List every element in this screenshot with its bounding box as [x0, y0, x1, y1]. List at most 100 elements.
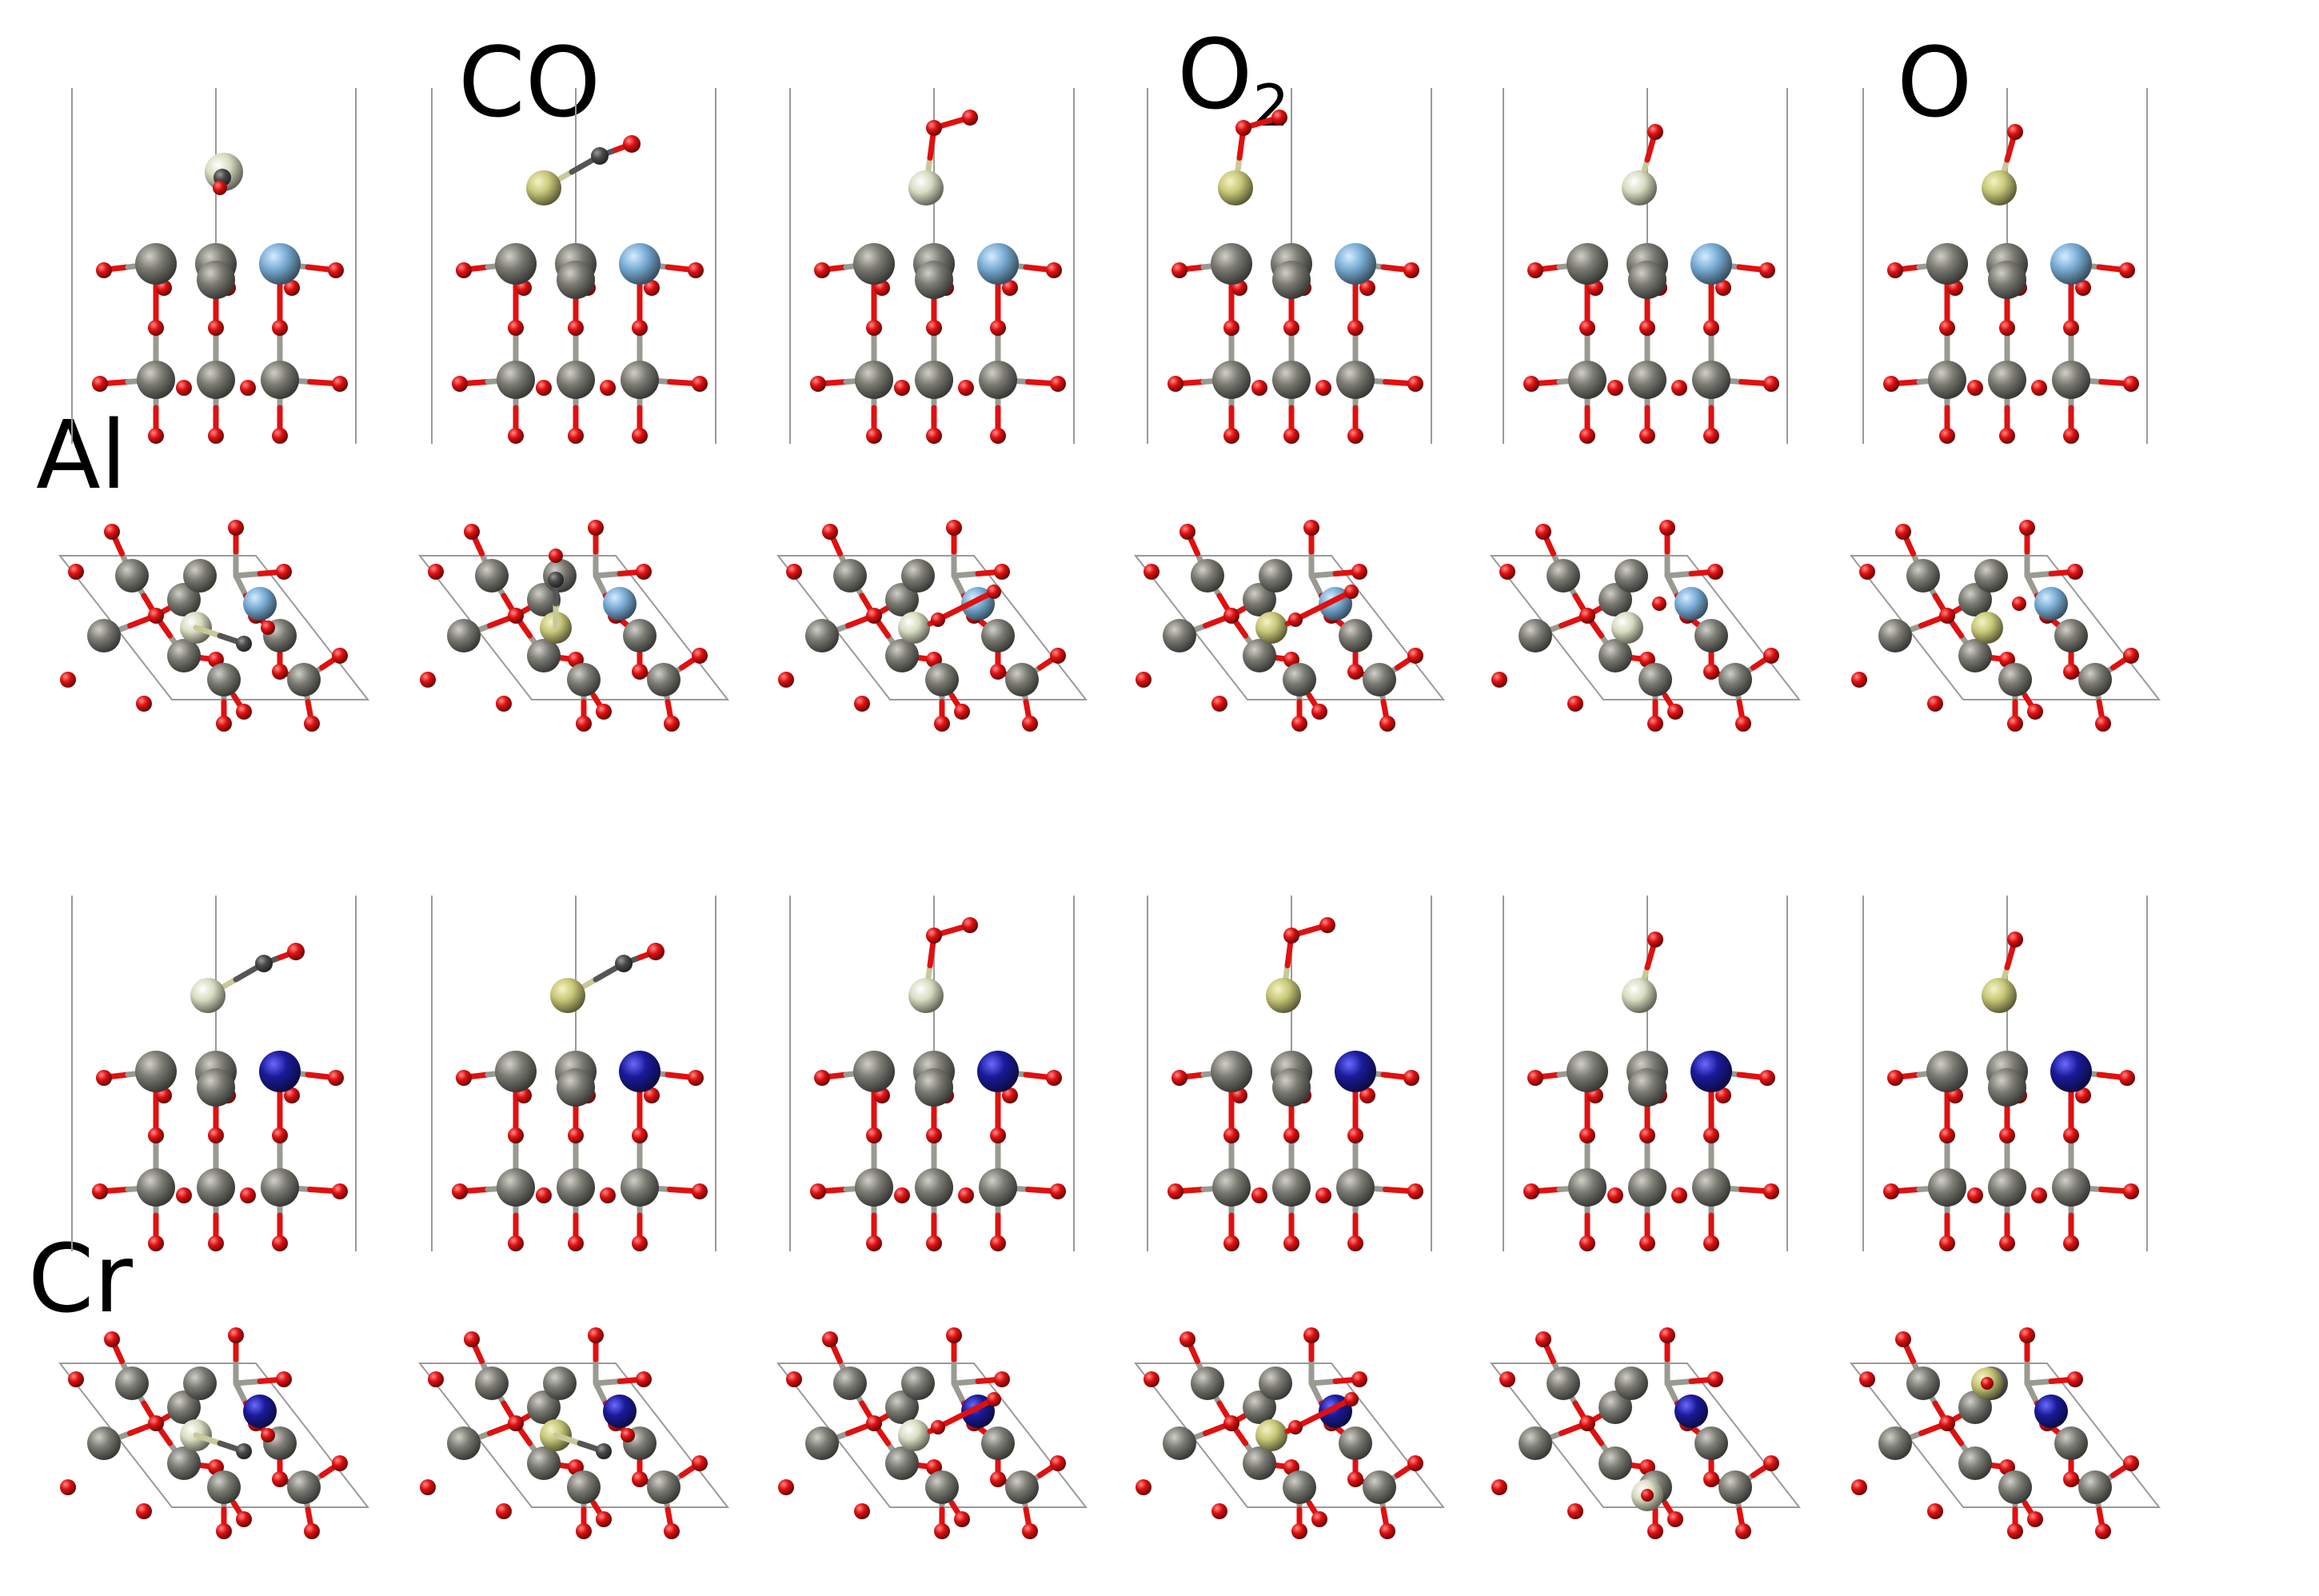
metal-atom [1272, 1068, 1311, 1107]
oxygen-atom [990, 664, 1006, 680]
oxygen-atom [148, 1127, 164, 1143]
oxygen-atom [822, 1331, 838, 1347]
oxygen-atom [664, 1523, 680, 1539]
metal-atom [1243, 1446, 1276, 1480]
oxygen-atom [692, 1183, 708, 1199]
side-view [1503, 896, 1788, 1251]
side-view [789, 88, 1075, 444]
metal-atom [2052, 361, 2090, 399]
oxygen-atom [1171, 1070, 1187, 1086]
metal-atom [527, 639, 561, 672]
dopant-atom [243, 587, 277, 620]
oxygen-atom [1223, 428, 1239, 444]
oxygen-atom [2075, 1087, 2091, 1103]
oxygen-atom [1647, 124, 1663, 140]
dopant-atom [259, 243, 301, 285]
oxygen-atom [1579, 320, 1595, 336]
side-view [1147, 88, 1432, 444]
panel-al-2 [417, 88, 730, 732]
metal-atom [1878, 1426, 1912, 1460]
column-label-o2: O2 [1177, 28, 1289, 135]
metal-atom [1547, 559, 1580, 593]
oxygen-atom [1407, 1183, 1423, 1199]
oxygen-atom [568, 428, 584, 444]
oxygen-atom [1639, 1127, 1655, 1143]
metal-atom [1339, 1426, 1372, 1460]
oxygen-atom [1283, 428, 1299, 444]
oxygen-atom [1499, 1371, 1515, 1387]
row-label-al: Al [36, 400, 127, 510]
oxygen-atom [1763, 376, 1779, 392]
oxygen-atom [778, 672, 794, 688]
oxygen-atom [2007, 124, 2023, 140]
oxygen-atom [68, 564, 84, 580]
metal-atom [925, 663, 959, 696]
oxygen-atom [1303, 520, 1319, 536]
metal-atom [1005, 1470, 1039, 1504]
oxygen-atom [2007, 1523, 2023, 1539]
oxygen-atom [1927, 696, 1943, 712]
metal-atom [1926, 1051, 1968, 1092]
metal-atom [1547, 1367, 1580, 1400]
oxygen-atom [2095, 716, 2111, 732]
oxygen-atom [284, 280, 300, 296]
metal-atom [1628, 261, 1666, 299]
oxygen-atom [576, 1523, 592, 1539]
carbon-atom [596, 1443, 612, 1459]
oxygen-atom [1315, 1187, 1331, 1203]
metal-atom [901, 1367, 935, 1400]
oxygen-atom [1715, 280, 1731, 296]
side-view [1503, 88, 1788, 444]
oxygen-atom [1607, 380, 1623, 396]
oxygen-atom [1291, 1523, 1307, 1539]
oxygen-atom [1527, 1070, 1543, 1086]
oxygen-atom [2067, 1371, 2083, 1387]
oxygen-atom [1967, 1187, 1983, 1203]
oxygen-atom [2119, 1070, 2135, 1086]
oxygen-atom [1579, 1235, 1595, 1251]
oxygen-atom [946, 1327, 962, 1343]
metal-atom [1718, 663, 1752, 696]
metal-atom [197, 1168, 235, 1207]
oxygen-atom [2012, 597, 2026, 611]
oxygen-atom [778, 1479, 794, 1495]
oxygen-atom [588, 1327, 604, 1343]
oxygen-atom [508, 1415, 524, 1431]
metal-atom [497, 1168, 535, 1207]
oxygen-atom [208, 1127, 224, 1143]
oxygen-atom [1851, 672, 1867, 688]
oxygen-atom [1347, 1127, 1363, 1143]
oxygen-atom [1407, 1455, 1423, 1471]
oxygen-atom [1351, 1371, 1367, 1387]
metal-atom [2052, 1168, 2090, 1207]
oxygen-atom [822, 524, 838, 540]
oxygen-atom [632, 664, 648, 680]
dopant-atom [977, 243, 1019, 285]
oxygen-atom [272, 1127, 288, 1143]
oxygen-atom [148, 1235, 164, 1251]
metal-atom [2078, 1470, 2112, 1504]
metal-atom [135, 1051, 177, 1092]
oxygen-atom [1144, 1371, 1160, 1387]
oxygen-atom [1981, 1377, 1994, 1390]
metal-atom [137, 1168, 175, 1207]
column-label-o: O [1897, 28, 1973, 139]
metal-atom [1694, 619, 1728, 652]
metal-atom [1339, 619, 1372, 652]
bond [2024, 1380, 2040, 1406]
oxygen-atom [1311, 704, 1327, 720]
oxygen-atom [60, 672, 76, 688]
oxygen-atom [1379, 716, 1395, 732]
metal-atom [137, 361, 175, 399]
bond [593, 573, 609, 599]
metal-atom [1567, 243, 1608, 285]
bond [233, 573, 249, 599]
oxygen-atom [596, 1511, 612, 1527]
oxygen-atom [1211, 696, 1227, 712]
metal-atom [1878, 619, 1912, 652]
oxygen-atom [990, 1235, 1006, 1251]
oxygen-atom [1579, 1415, 1595, 1431]
metal-atom [1928, 1168, 1966, 1207]
oxygen-atom [1022, 1523, 1038, 1539]
oxygen-atom [987, 585, 1001, 599]
